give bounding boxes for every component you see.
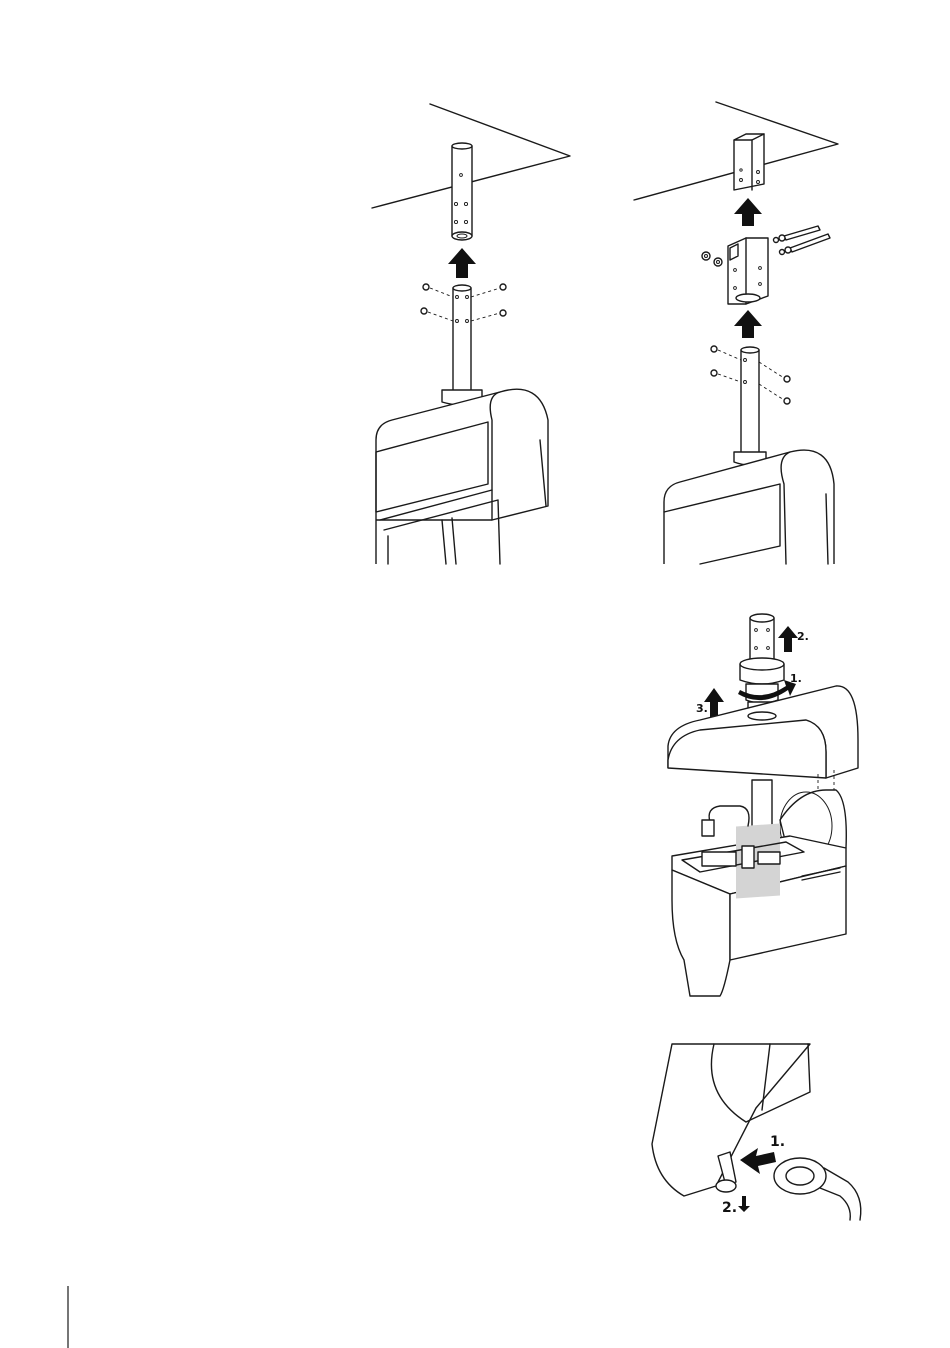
step-label-2: 2. bbox=[797, 630, 809, 643]
push-arrow-icon bbox=[740, 1148, 776, 1174]
arrow-up-icon bbox=[734, 310, 762, 338]
ceiling-block bbox=[734, 134, 764, 190]
step-label-1: 1. bbox=[790, 672, 802, 685]
figure-cover-removal: 1. 2. 3. bbox=[668, 614, 858, 996]
upper-pipe bbox=[452, 143, 472, 240]
arrow-up-icon bbox=[778, 626, 798, 652]
nuts bbox=[702, 252, 722, 266]
figure-screw-release: 1. 2. bbox=[652, 1044, 861, 1220]
lower-pipe bbox=[711, 346, 790, 456]
device-housing bbox=[376, 389, 548, 564]
arrow-up-icon bbox=[734, 198, 762, 226]
device-housing bbox=[664, 450, 834, 564]
figure-pipe-ceiling-mount bbox=[372, 104, 570, 564]
step-label-1: 1. bbox=[770, 1134, 785, 1150]
step-label-3: 3. bbox=[696, 702, 708, 715]
arrow-down-icon bbox=[738, 1196, 750, 1212]
step-label-2: 2. bbox=[722, 1200, 737, 1216]
mounting-bracket bbox=[728, 238, 768, 304]
lower-pipe bbox=[453, 285, 471, 398]
arrow-up-icon bbox=[448, 248, 476, 278]
figure-bracket-ceiling-mount bbox=[634, 102, 838, 564]
long-bolts bbox=[774, 226, 831, 255]
key-tool bbox=[774, 1158, 861, 1220]
